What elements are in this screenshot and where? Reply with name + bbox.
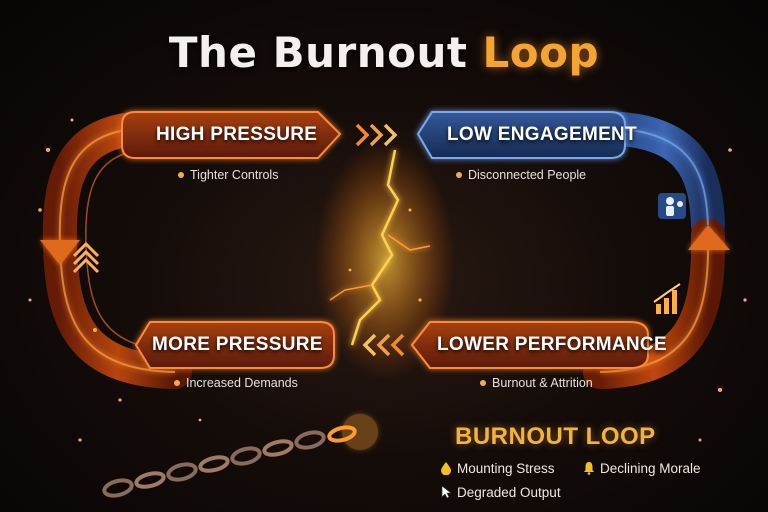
- chevrons-right-icon: [355, 122, 405, 148]
- note-text: Burnout & Attrition: [492, 376, 593, 390]
- legend-label: Degraded Output: [457, 485, 561, 500]
- chevrons-left-icon: [355, 332, 405, 358]
- title-part-1: The Burnout: [169, 28, 468, 77]
- stage-label-more-pressure: MORE PRESSURE: [152, 334, 323, 356]
- note-text: Disconnected People: [468, 168, 586, 182]
- bell-icon: [583, 461, 595, 475]
- legend-label: Mounting Stress: [457, 461, 555, 476]
- legend-title: BURNOUT LOOP: [455, 423, 656, 451]
- stage-note-more-pressure: Increased Demands: [174, 376, 298, 390]
- person-icon: [658, 193, 686, 219]
- title-part-2: Loop: [483, 28, 600, 77]
- stage-label-lower-performance: LOWER PERFORMANCE: [437, 334, 667, 356]
- legend-label: Declining Morale: [600, 461, 701, 476]
- stage-label-high-pressure: HIGH PRESSURE: [156, 124, 317, 146]
- broken-chain: [103, 425, 356, 498]
- drop-icon: [440, 461, 452, 475]
- legend-item-declining-morale: Declining Morale: [583, 461, 701, 476]
- chain-break-glow: [342, 414, 378, 450]
- bullet-dot-icon: [480, 380, 486, 386]
- note-text: Increased Demands: [186, 376, 298, 390]
- legend-item-degraded-output: Degraded Output: [440, 485, 561, 500]
- stage-note-high-pressure: Tighter Controls: [178, 168, 278, 182]
- stage-note-low-engagement: Disconnected People: [456, 168, 586, 182]
- legend-item-mounting-stress: Mounting Stress: [440, 461, 555, 476]
- bullet-dot-icon: [178, 172, 184, 178]
- stage-note-lower-performance: Burnout & Attrition: [480, 376, 593, 390]
- cursor-icon: [440, 485, 452, 499]
- bullet-dot-icon: [174, 380, 180, 386]
- stage-label-low-engagement: LOW ENGAGEMENT: [447, 124, 637, 146]
- bullet-dot-icon: [456, 172, 462, 178]
- note-text: Tighter Controls: [190, 168, 278, 182]
- page-title: The Burnout Loop: [0, 28, 768, 77]
- bar-chart-icon: [654, 284, 680, 314]
